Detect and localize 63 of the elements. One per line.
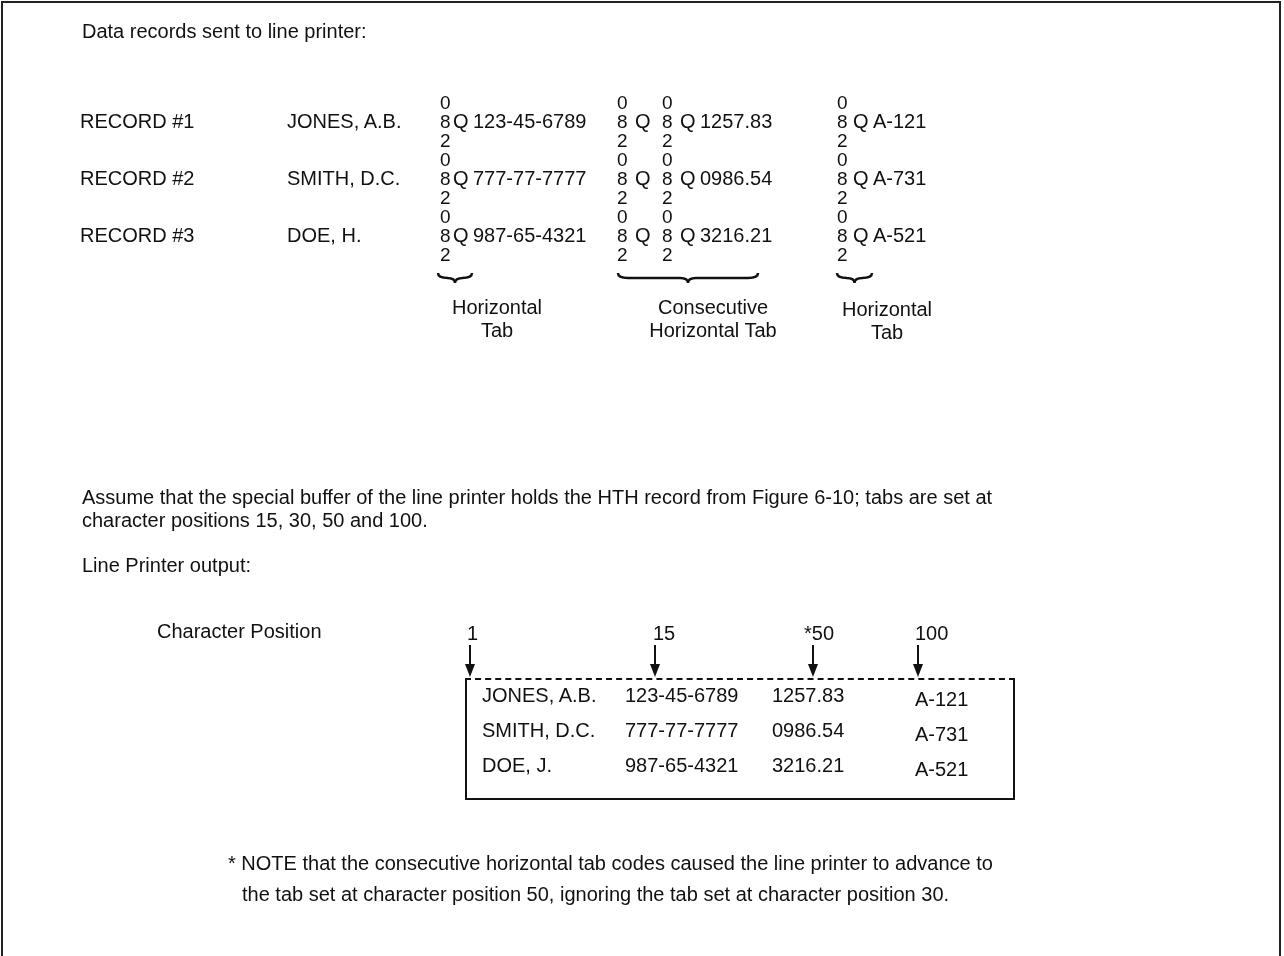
column-number: 1 [467, 622, 479, 645]
tab-code: 0 8 2 [837, 150, 849, 207]
tab-code: 0 8 2 [617, 93, 629, 150]
tab-code: 0 8 2 [440, 150, 452, 207]
table-cell: DOE, J. [482, 754, 552, 777]
tab-symbol: Q [680, 110, 696, 133]
table-cell: A-521 [915, 758, 969, 781]
record-label: RECORD #3 [80, 224, 195, 247]
field-value: 0986.54 [700, 167, 773, 190]
tab-symbol: Q [853, 224, 869, 247]
table-cell: SMITH, D.C. [482, 719, 596, 742]
name-text: DOE, H. [287, 224, 362, 247]
tab-code: 0 8 2 [662, 207, 674, 264]
brace-label: Consecutive Horizontal Tab [648, 296, 778, 342]
table-cell: A-731 [915, 723, 969, 746]
brace-label: Horizontal Tab [450, 296, 543, 342]
column-number: 100 [915, 622, 949, 645]
brace-label: Horizontal Tab [840, 298, 933, 344]
tab-code: 0 8 2 [837, 93, 849, 150]
section-heading: Line Printer output: [82, 554, 251, 577]
tab-symbol: Q [635, 224, 651, 247]
record-label: RECORD #2 [80, 167, 195, 190]
tab-symbol: Q [635, 110, 651, 133]
column-number: 15 [653, 622, 676, 645]
tab-symbol: Q [680, 167, 696, 190]
tab-symbol: Q [453, 224, 469, 247]
table-cell: 0986.54 [772, 719, 845, 742]
field-value: 777-77-7777 [473, 167, 587, 190]
tab-symbol: Q [453, 110, 469, 133]
field-value: A-731 [873, 167, 927, 190]
tab-symbol: Q [853, 110, 869, 133]
record-label: RECORD #1 [80, 110, 195, 133]
table-cell: 123-45-6789 [625, 684, 739, 707]
table-cell: A-121 [915, 688, 969, 711]
field-value: 123-45-6789 [473, 110, 587, 133]
table-cell: 777-77-7777 [625, 719, 739, 742]
tab-symbol: Q [453, 167, 469, 190]
field-value: 3216.21 [700, 224, 773, 247]
field-value: A-121 [873, 110, 927, 133]
name-text: JONES, A.B. [287, 110, 402, 133]
table-cell: 3216.21 [772, 754, 845, 777]
column-number: *50 [804, 622, 835, 645]
tab-code: 0 8 2 [617, 150, 629, 207]
note-text: * NOTE that the consecutive horizontal tab codes caused the line printer to advance to the tab set at character position 50, ignoring the tab set at character position 30. [228, 851, 994, 907]
tab-code: 0 8 2 [440, 207, 452, 264]
field-value: A-521 [873, 224, 927, 247]
tab-code: 0 8 2 [440, 93, 452, 150]
name-text: SMITH, D.C. [287, 167, 401, 190]
tab-symbol: Q [635, 167, 651, 190]
paragraph: Assume that the special buffer of the line printer holds the HTH record from Figure 6-10; tabs are set at character positions 15, 30, 50 and 100. [82, 486, 994, 532]
tab-code: 0 8 2 [617, 207, 629, 264]
field-value: 1257.83 [700, 110, 773, 133]
table-cell: 1257.83 [772, 684, 845, 707]
tab-code: 0 8 2 [837, 207, 849, 264]
tab-symbol: Q [853, 167, 869, 190]
tab-code: 0 8 2 [662, 150, 674, 207]
tab-code: 0 8 2 [662, 93, 674, 150]
field-value: 987-65-4321 [473, 224, 587, 247]
tab-symbol: Q [680, 224, 696, 247]
axis-label: Character Position [157, 620, 322, 643]
table-cell: JONES, A.B. [482, 684, 597, 707]
heading-text: Data records sent to line printer: [82, 20, 367, 43]
table-cell: 987-65-4321 [625, 754, 739, 777]
